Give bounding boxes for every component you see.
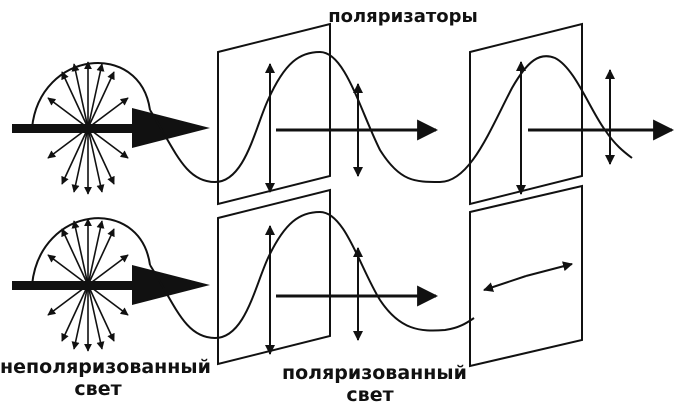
top-row: [12, 22, 675, 206]
bottom-source-arrow: [12, 265, 210, 305]
polarized-light-label: поляризованный свет: [282, 362, 467, 406]
polarizers-text: поляризаторы: [328, 6, 478, 27]
bottom-unpolarized-burst: [31, 217, 151, 352]
bottom-polarizer-2-crossed: [469, 184, 583, 368]
polarizers-label: поляризаторы: [318, 6, 488, 28]
top-polarizer-1: [217, 22, 331, 206]
polarized-text-line1: поляризованный: [282, 362, 467, 384]
top-wave: [149, 50, 633, 184]
polarized-text-line2: свет: [346, 384, 394, 406]
unpolarized-text-line2: свет: [74, 378, 122, 400]
bottom-row: [12, 184, 583, 368]
unpolarized-light-label: неполяризованный свет: [0, 356, 211, 400]
top-polarizer-2: [469, 22, 583, 206]
top-source-arrow: [12, 108, 210, 148]
bottom-polarizer-1: [217, 188, 331, 366]
bottom-wave: [149, 210, 475, 340]
unpolarized-text-line1: неполяризованный: [0, 356, 211, 378]
